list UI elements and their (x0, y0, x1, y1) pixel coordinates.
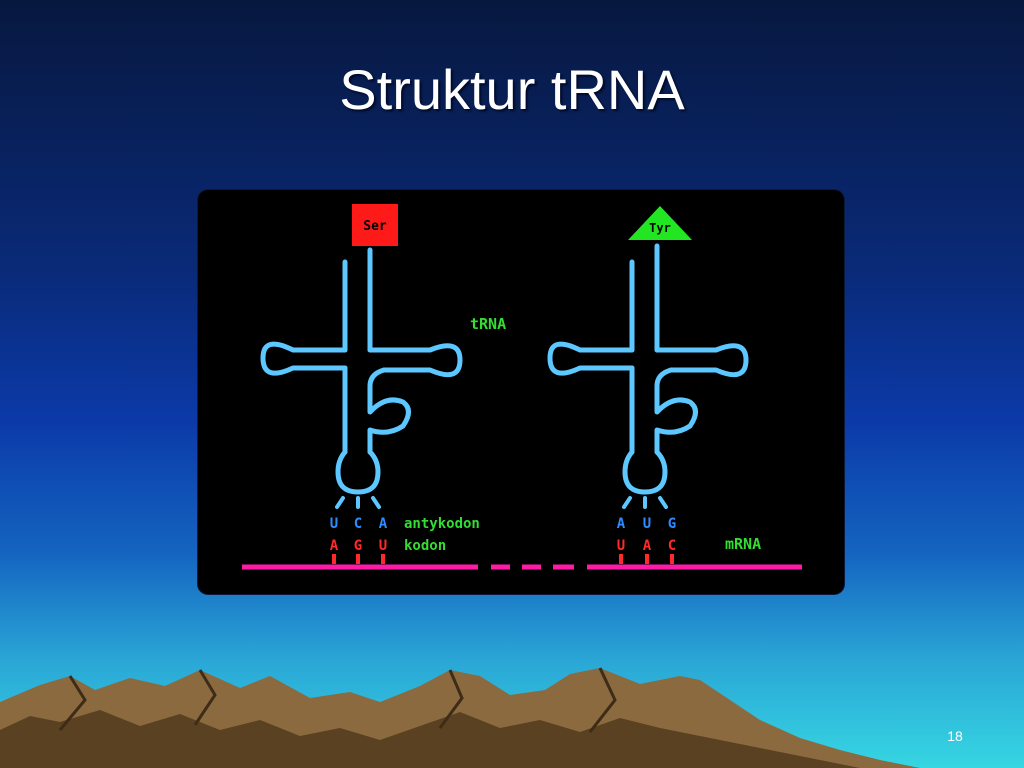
trna-label: tRNA (470, 315, 506, 333)
anticodon-right-base-3: G (668, 516, 676, 532)
t-arm-left (367, 343, 463, 378)
slide-title: Struktur tRNA (339, 58, 685, 121)
mountain-shadow (0, 710, 860, 768)
anticodon-loop-left (335, 449, 381, 495)
codon-left-base-2: G (354, 538, 362, 554)
variable-loop-right (654, 367, 698, 455)
trna-molecule-right (547, 243, 749, 495)
anticodon-right-base-2: U (643, 516, 651, 532)
page-number: 18 (947, 728, 963, 744)
codon-label: kodon (404, 538, 446, 554)
link-left-3 (371, 496, 381, 509)
codon-right-base-2: A (643, 538, 652, 554)
anticodon-label: antykodon (404, 516, 480, 532)
anticodon-bases-right: A U G (617, 516, 676, 532)
codon-left-base-3: U (379, 538, 387, 554)
anticodon-left-base-2: C (354, 516, 362, 532)
link-left-1 (335, 496, 345, 509)
mountain-landscape (0, 667, 920, 768)
codon-left-base-1: A (330, 538, 339, 554)
link-right-3 (658, 496, 668, 509)
trna-molecule-left (260, 247, 463, 495)
anticodon-right-base-1: A (617, 516, 626, 532)
codon-ticks-left (332, 554, 385, 564)
amino-acid-label-tyr: Tyr (649, 221, 671, 235)
d-arm-left (260, 341, 348, 376)
amino-acid-label-ser: Ser (363, 219, 387, 234)
trna-diagram: Ser Tyr tRNA U C A A G (198, 190, 844, 594)
anticodon-loop-right (622, 449, 668, 495)
t-arm-right (654, 343, 749, 378)
variable-loop-left (367, 367, 411, 455)
amino-acid-box-ser (352, 204, 398, 246)
trna-diagram-svg: Ser Tyr tRNA U C A A G (242, 204, 802, 570)
amino-acid-triangle-tyr (628, 206, 692, 240)
codon-bases-right: U A C (617, 538, 676, 554)
codon-ticks-right (619, 554, 674, 564)
mrna-label: mRNA (725, 535, 761, 553)
anticodon-bases-left: U C A (330, 516, 388, 532)
codon-bases-left: A G U (330, 538, 387, 554)
codon-right-base-3: C (668, 538, 676, 554)
d-arm-right (547, 341, 635, 376)
base-pair-links-left (335, 496, 381, 509)
link-right-1 (622, 496, 632, 509)
anticodon-left-base-1: U (330, 516, 338, 532)
mountain-ridges (58, 667, 617, 733)
base-pair-links-right (622, 496, 668, 509)
codon-right-base-1: U (617, 538, 625, 554)
anticodon-left-base-3: A (379, 516, 388, 532)
